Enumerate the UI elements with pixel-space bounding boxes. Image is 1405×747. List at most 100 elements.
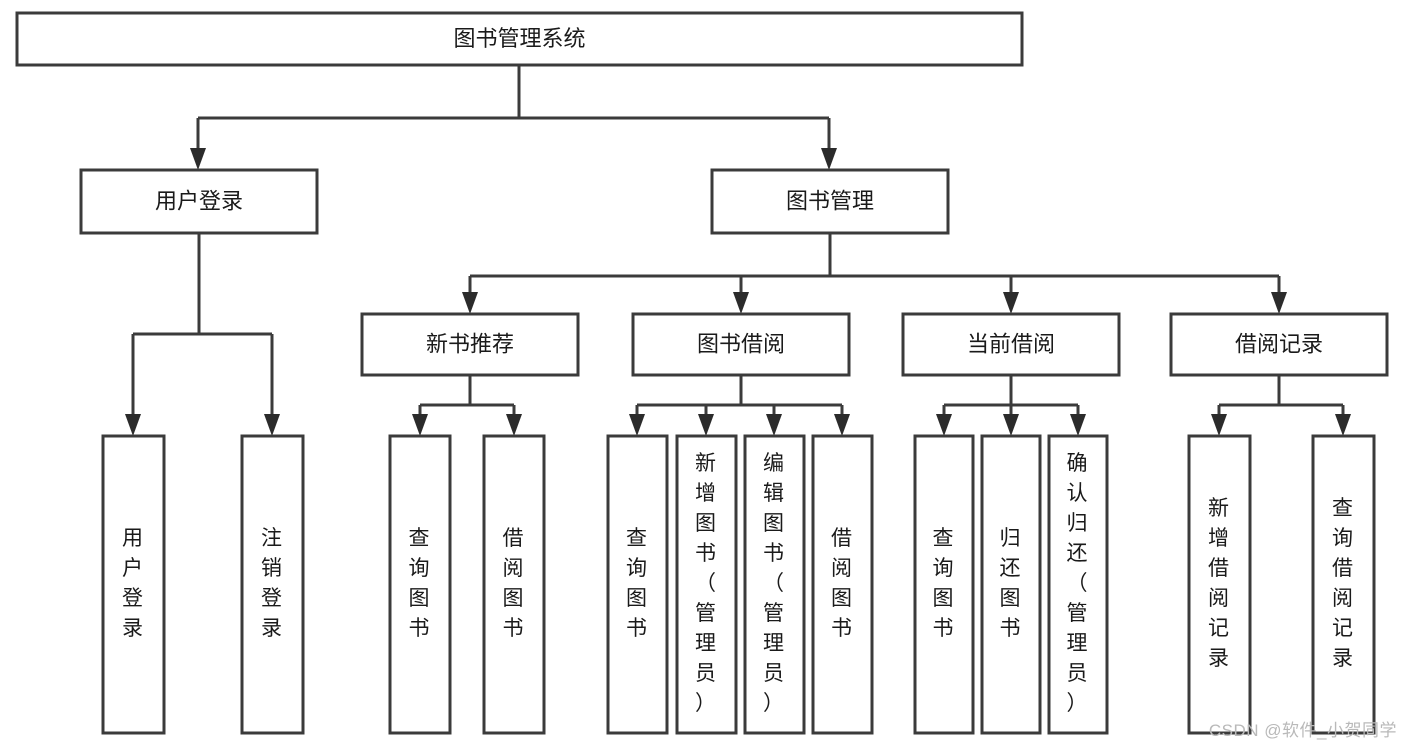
arrow-head-icon: [733, 292, 749, 314]
node-box[interactable]: [901, 312, 1121, 377]
node-label-char: 录: [1332, 647, 1355, 670]
node-box[interactable]: [631, 312, 851, 377]
arrow-head-icon: [1070, 414, 1086, 436]
node-label-char: 录: [1208, 647, 1231, 670]
node-label-char: 查: [409, 527, 432, 550]
node-box[interactable]: [482, 434, 546, 735]
node-label-char: 员: [1067, 662, 1090, 685]
arrow-head-icon: [125, 414, 141, 436]
node-label-char: （: [695, 572, 718, 595]
node-label-char: 阅: [1208, 587, 1231, 610]
node-box[interactable]: [15, 11, 1024, 67]
arrow-head-icon: [412, 414, 428, 436]
connector-group-new-book-rec: [412, 375, 522, 436]
connector-group-current-borrow: [936, 375, 1086, 436]
arrow-head-icon: [821, 148, 837, 170]
node-box[interactable]: [388, 434, 452, 735]
node-label-char: 增: [1208, 527, 1231, 550]
node-root[interactable]: 图书管理系统: [15, 11, 1024, 67]
node-box[interactable]: [743, 434, 806, 735]
node-label-char: 员: [763, 662, 786, 685]
arrow-head-icon: [1003, 414, 1019, 436]
node-label-char: 书: [626, 617, 649, 640]
connector-group-user-login: [125, 233, 280, 436]
arrow-head-icon: [190, 148, 206, 170]
node-box[interactable]: [1169, 312, 1389, 377]
node-label-char: 理: [1067, 632, 1090, 655]
node-box[interactable]: [913, 434, 975, 735]
arrow-head-icon: [834, 414, 850, 436]
node-label-char: 阅: [1332, 587, 1355, 610]
node-box[interactable]: [675, 434, 738, 735]
node-box[interactable]: [710, 168, 950, 235]
node-label-char: ）: [695, 692, 718, 715]
node-borrow-record[interactable]: 借阅记录: [1169, 312, 1389, 377]
arrow-head-icon: [506, 414, 522, 436]
node-label-char: 理: [763, 632, 786, 655]
node-label-char: 管: [763, 602, 786, 625]
arrow-head-icon: [766, 414, 782, 436]
node-label-char: 书: [503, 617, 526, 640]
node-label-char: 查: [933, 527, 956, 550]
node-book-manage[interactable]: 图书管理: [710, 168, 950, 235]
node-label-char: 增: [695, 482, 718, 505]
node-label-char: 书: [1000, 617, 1023, 640]
node-label-char: 登: [261, 587, 284, 610]
node-label-char: 管: [1067, 602, 1090, 625]
node-box[interactable]: [1311, 434, 1376, 735]
node-label-char: 辑: [763, 482, 786, 505]
node-box[interactable]: [980, 434, 1042, 735]
node-box[interactable]: [811, 434, 874, 735]
node-label-char: 销: [261, 557, 284, 580]
arrow-head-icon: [1211, 414, 1227, 436]
node-box[interactable]: [79, 168, 319, 235]
connector-group-book-manage: [462, 233, 1287, 314]
node-label-char: 借: [503, 527, 526, 550]
node-label-char: 还: [1000, 557, 1023, 580]
node-box[interactable]: [101, 434, 166, 735]
node-label-char: 编: [763, 452, 786, 475]
node-label-char: 询: [626, 557, 649, 580]
node-label-char: 确: [1067, 452, 1090, 475]
node-box[interactable]: [360, 312, 580, 377]
node-label-char: 询: [1332, 527, 1355, 550]
node-label-char: 记: [1332, 617, 1355, 640]
node-label: 用户登录: [155, 188, 243, 213]
node-book-borrow[interactable]: 图书借阅: [631, 312, 851, 377]
node-label: 当前借阅: [967, 331, 1055, 356]
node-box[interactable]: [240, 434, 305, 735]
node-label: 图书管理系统: [453, 26, 585, 51]
node-box[interactable]: [606, 434, 669, 735]
connector-group-root: [190, 65, 837, 170]
node-leaf-1[interactable]: 用户登录: [101, 434, 166, 735]
node-label-char: 注: [261, 527, 284, 550]
node-label-char: 归: [1000, 527, 1023, 550]
arrow-head-icon: [1003, 292, 1019, 314]
node-new-book-rec[interactable]: 新书推荐: [360, 312, 580, 377]
node-current-borrow[interactable]: 当前借阅: [901, 312, 1121, 377]
node-label-char: （: [763, 572, 786, 595]
node-label-char: 认: [1067, 482, 1090, 505]
node-box[interactable]: [1187, 434, 1252, 735]
node-label-char: 理: [695, 632, 718, 655]
node-label-char: （: [1067, 572, 1090, 595]
arrow-head-icon: [264, 414, 280, 436]
node-label-char: 图: [831, 587, 854, 610]
node-label-char: 查: [1332, 497, 1355, 520]
node-box[interactable]: [1047, 434, 1109, 735]
node-label-char: 录: [122, 617, 145, 640]
arrow-head-icon: [936, 414, 952, 436]
node-user-login[interactable]: 用户登录: [79, 168, 319, 235]
